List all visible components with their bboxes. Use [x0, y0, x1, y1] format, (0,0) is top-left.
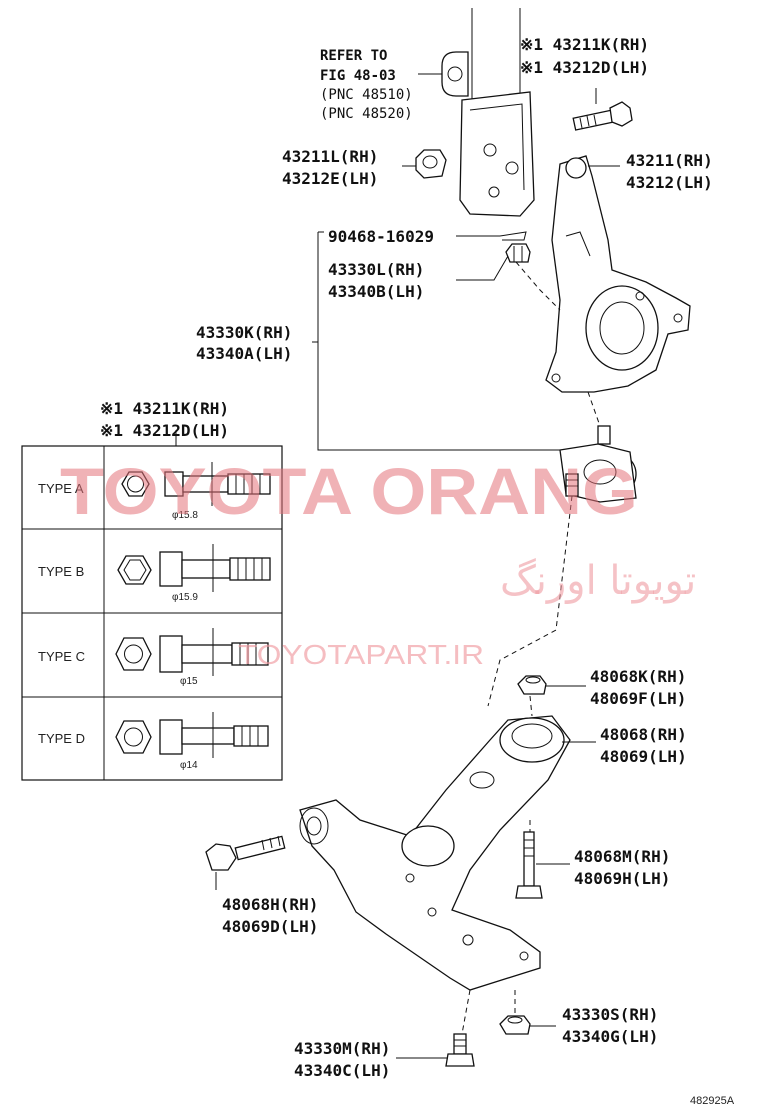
- label-castle-nut-rh: 43330L(RH): [328, 260, 424, 279]
- type-a-bolt-drawing: φ15.8: [121, 462, 271, 521]
- type-d-label: TYPE D: [38, 731, 85, 746]
- label-cotter-pin: 90468-16029: [328, 227, 434, 246]
- label-arm-bolt-rh: 48068M(RH): [574, 847, 670, 866]
- callout-labels: REFER TO FIG 48-03 (PNC 48510) (PNC 4852…: [100, 35, 735, 1107]
- lower-bolt-drawing: [445, 1033, 475, 1067]
- type-c-label: TYPE C: [38, 649, 85, 664]
- diagram-ref-code: 482925A: [690, 1095, 735, 1107]
- leader-lines: [175, 73, 620, 1059]
- steering-knuckle-drawing: [545, 155, 691, 393]
- arm-vertical-bolt-drawing: [515, 831, 543, 899]
- lower-nut-drawing: [499, 1015, 531, 1035]
- label-arm-bolt-lh: 48069H(LH): [574, 869, 670, 888]
- label-front-bolt-lh: 48069D(LH): [222, 917, 318, 936]
- label-bush-nut-rh: 48068K(RH): [590, 667, 686, 686]
- watermark-url: TOYOTAPART.IR: [238, 639, 484, 670]
- label-ball-joint-rh: 43330K(RH): [196, 323, 292, 342]
- label-lower-nut-lh: 43340G(LH): [562, 1027, 658, 1046]
- label-arm-rh: 48068(RH): [600, 725, 687, 744]
- label-table-bolt-lh: ※1 43212D(LH): [100, 421, 229, 440]
- label-nut-top-rh: 43211L(RH): [282, 147, 378, 166]
- refer-line-1: REFER TO: [320, 48, 387, 64]
- watermark-brand: TOYOTA ORANG: [60, 454, 638, 528]
- type-b-diameter: φ15.9: [172, 592, 198, 603]
- type-a-diameter: φ15.8: [172, 510, 198, 521]
- label-bush-nut-lh: 48069F(LH): [590, 689, 686, 708]
- label-arm-lh: 48069(LH): [600, 747, 687, 766]
- label-lower-bolt-lh: 43340C(LH): [294, 1061, 390, 1080]
- label-nut-top-lh: 43212E(LH): [282, 169, 378, 188]
- bush-nut-drawing: [517, 675, 547, 695]
- upper-bolt-drawing: [572, 101, 633, 131]
- cotter-pin-drawing: [499, 231, 527, 241]
- type-d-diameter: φ14: [180, 760, 198, 771]
- refer-line-4: (PNC 48520): [320, 106, 413, 122]
- arm-front-bolt-drawing: [205, 835, 286, 871]
- lower-arm-drawing: [299, 715, 571, 991]
- type-c-diameter: φ15: [180, 676, 198, 687]
- watermark: TOYOTA ORANG تویوتا اورنگ TOYOTAPART.IR: [60, 454, 696, 670]
- type-b-bolt-drawing: φ15.9: [117, 544, 271, 603]
- bolt-type-table: TYPE A TYPE B TYPE C TYPE D φ15.8 φ15.9: [21, 445, 283, 781]
- label-ball-joint-lh: 43340A(LH): [196, 344, 292, 363]
- label-lower-bolt-rh: 43330M(RH): [294, 1039, 390, 1058]
- assembly-dashed-lines: [461, 261, 601, 1035]
- watermark-persian: تویوتا اورنگ: [500, 558, 696, 604]
- castle-nut-drawing: [505, 243, 531, 263]
- ball-joint-drawing: [559, 425, 637, 503]
- type-c-bolt-drawing: φ15: [115, 628, 269, 687]
- label-castle-nut-lh: 43340B(LH): [328, 282, 424, 301]
- label-front-bolt-rh: 48068H(RH): [222, 895, 318, 914]
- label-bolt-top-rh: ※1 43211K(RH): [520, 35, 649, 54]
- refer-line-2: FIG 48-03: [320, 68, 396, 84]
- label-table-bolt-rh: ※1 43211K(RH): [100, 399, 229, 418]
- label-bolt-top-lh: ※1 43212D(LH): [520, 58, 649, 77]
- label-knuckle-lh: 43212(LH): [626, 173, 713, 192]
- type-a-label: TYPE A: [38, 481, 84, 496]
- label-knuckle-rh: 43211(RH): [626, 151, 713, 170]
- type-d-bolt-drawing: φ14: [115, 712, 269, 771]
- upper-nut-drawing: [415, 149, 447, 179]
- type-b-label: TYPE B: [38, 564, 84, 579]
- label-lower-nut-rh: 43330S(RH): [562, 1005, 658, 1024]
- strut-drawing: [441, 8, 535, 217]
- refer-line-3: (PNC 48510): [320, 87, 413, 103]
